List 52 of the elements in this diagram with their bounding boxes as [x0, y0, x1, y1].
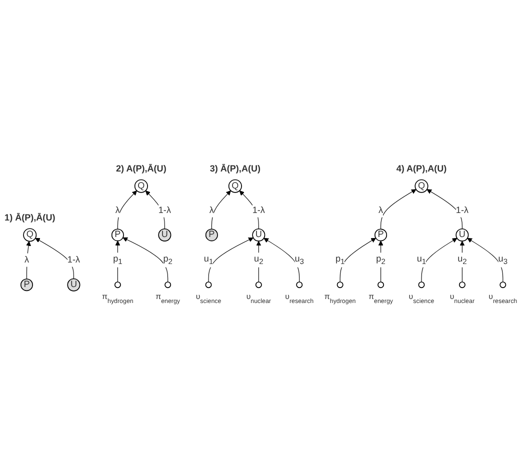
circle-node: U: [456, 228, 469, 242]
panel-title: 2) A(P),Ā(U): [116, 163, 166, 174]
circle-node: Q: [228, 179, 242, 193]
arrow: [211, 190, 231, 230]
edge-label: λ: [378, 205, 384, 216]
circle-node: [114, 282, 121, 288]
circle-node: P: [111, 228, 124, 242]
arrow: [26, 241, 31, 280]
circle-node: [296, 282, 303, 288]
edge-label: 1-λ: [456, 205, 468, 216]
circle-node: [378, 282, 384, 288]
circle-node: [500, 282, 506, 288]
circle-node: Q: [134, 179, 148, 193]
arrow: [239, 190, 259, 230]
circle-node: [255, 282, 262, 288]
arrow: [264, 238, 300, 282]
arrow: [117, 190, 138, 230]
edge-label: u$_{2}$: [254, 254, 264, 266]
arrow: [380, 189, 416, 230]
arrow: [340, 238, 376, 282]
circle-node: Q: [414, 179, 428, 193]
circle-node: U: [158, 228, 172, 242]
circle-node: [458, 282, 466, 288]
circle-node: Q: [23, 228, 37, 242]
circle-node: [164, 282, 172, 288]
edge-label: u$_{3}$: [294, 254, 304, 266]
arrow: [35, 238, 74, 280]
arrow: [467, 238, 504, 282]
panel-title: 1) Ā(P),Ā(U): [4, 212, 56, 222]
arrow: [208, 237, 254, 282]
circle-node: [418, 282, 425, 288]
panel-title: 4) A(P),A(U): [396, 163, 447, 174]
arrow: [421, 238, 458, 282]
edge-label: u$_{2}$: [458, 254, 467, 266]
circle-node: U: [67, 278, 80, 292]
edge-label: u$_{1}$: [416, 254, 426, 266]
arrow: [256, 240, 262, 282]
edge-label: p$_{1}$: [335, 254, 345, 266]
circle-node: [205, 282, 212, 288]
edge-label: u$_{3}$: [498, 254, 508, 266]
circle-node: P: [205, 228, 218, 242]
edge-label: p$_{2}$: [376, 254, 386, 266]
circle-node: P: [374, 228, 388, 242]
circle-node: P: [20, 278, 33, 292]
arrow: [115, 240, 120, 282]
circle-node: [336, 282, 344, 288]
arrow: [378, 240, 384, 282]
arrow: [145, 190, 165, 230]
panel-title: 3) Ā(P),A(U): [210, 163, 260, 174]
arrow: [426, 189, 462, 230]
circle-node: U: [252, 228, 266, 242]
arrow: [122, 237, 168, 282]
